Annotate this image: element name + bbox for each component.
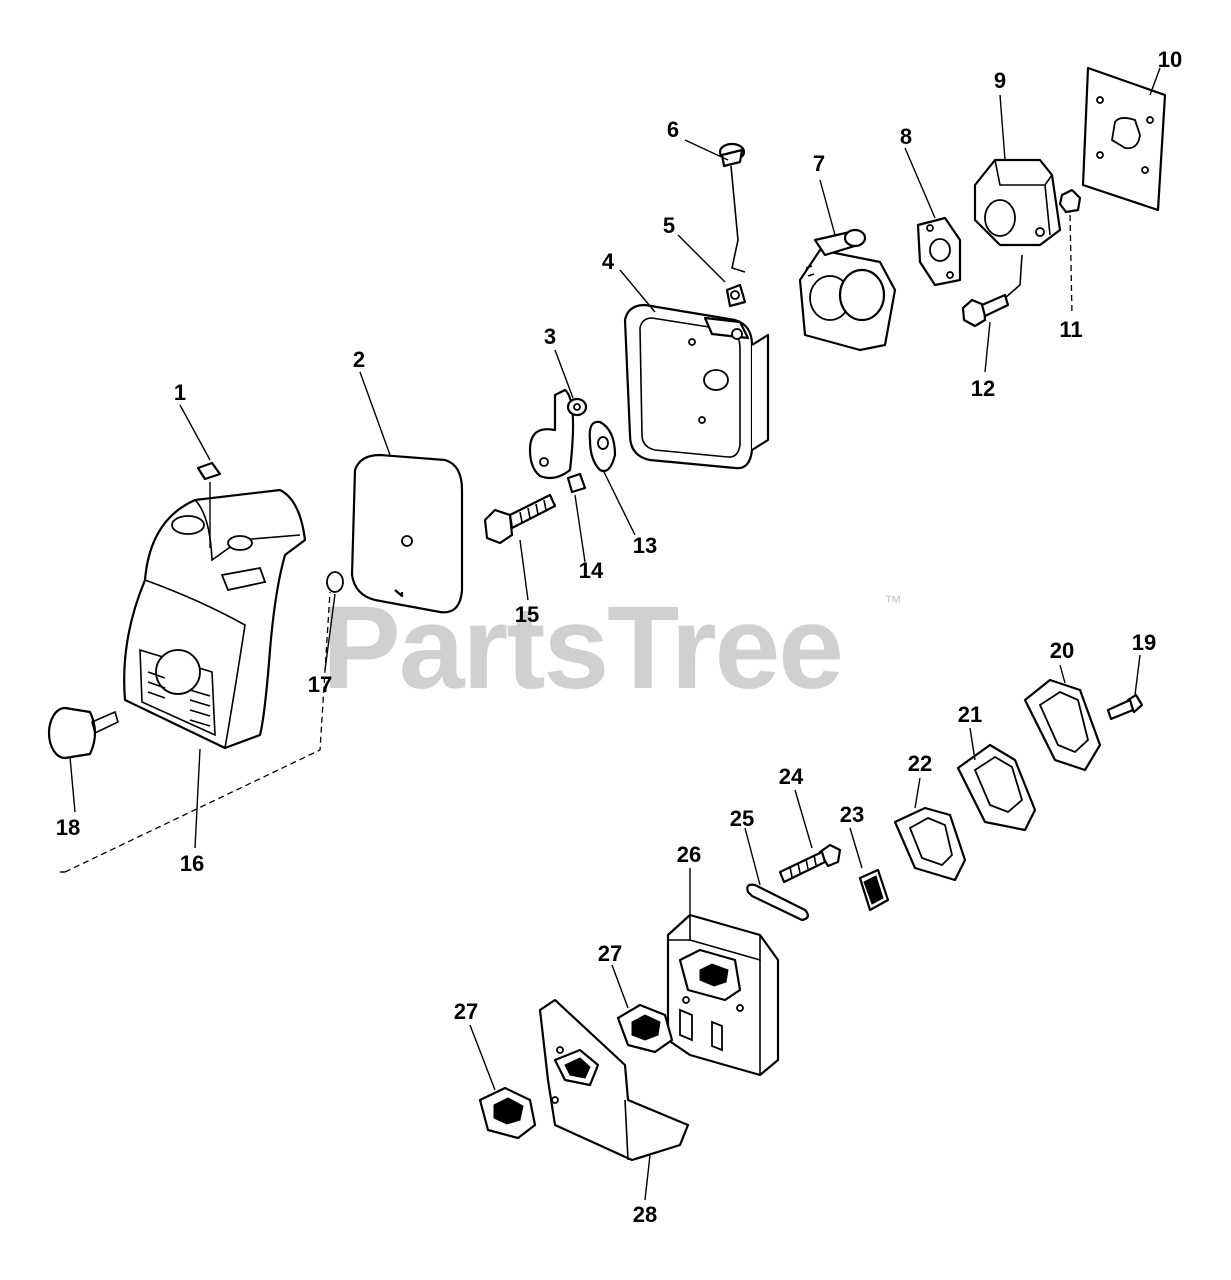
part-19-bolt bbox=[1106, 654, 1144, 721]
callout-1: 1 bbox=[174, 380, 186, 405]
part-26-muffler bbox=[666, 868, 780, 1077]
leader-16 bbox=[194, 748, 201, 849]
callout-11: 11 bbox=[1059, 317, 1082, 342]
callout-18: 18 bbox=[56, 815, 80, 840]
part-28-heat-shield bbox=[538, 998, 690, 1201]
part-11-nut bbox=[1058, 188, 1082, 316]
callout-14: 14 bbox=[579, 558, 604, 583]
callout-25: 25 bbox=[730, 806, 754, 831]
part-24-bolt bbox=[778, 789, 842, 884]
part-9-insulator bbox=[973, 94, 1062, 247]
assembly-line-16 bbox=[64, 591, 331, 873]
part-13-plate bbox=[588, 420, 636, 536]
part-5-grommet bbox=[677, 234, 747, 308]
part-2-air-filter bbox=[350, 371, 464, 614]
part-3-washer bbox=[554, 349, 588, 417]
callout-19: 19 bbox=[1132, 630, 1156, 655]
part-7-carburetor bbox=[798, 179, 897, 352]
part-27-gasket-lower bbox=[469, 1024, 537, 1140]
callout-4: 4 bbox=[602, 249, 615, 274]
callout-17: 17 bbox=[308, 672, 332, 697]
part-27-gasket-upper bbox=[611, 964, 674, 1054]
watermark-trademark: ™ bbox=[884, 592, 902, 612]
callout-7: 7 bbox=[813, 151, 825, 176]
part-8-gasket bbox=[904, 147, 962, 287]
callout-3: 3 bbox=[544, 324, 556, 349]
callout-15: 15 bbox=[515, 602, 539, 627]
part-10-gasket bbox=[1081, 66, 1167, 212]
callout-5: 5 bbox=[663, 213, 675, 238]
callout-28: 28 bbox=[633, 1202, 657, 1227]
callout-6: 6 bbox=[667, 117, 679, 142]
part-21-gasket bbox=[956, 727, 1037, 832]
part-18-knob bbox=[47, 706, 119, 813]
callout-27-lower: 27 bbox=[454, 999, 478, 1024]
callout-13: 13 bbox=[633, 533, 657, 558]
callout-12: 12 bbox=[971, 376, 995, 401]
part-4-air-cleaner-base bbox=[619, 269, 770, 470]
callout-26: 26 bbox=[677, 842, 701, 867]
part-16-air-cleaner-cover bbox=[123, 488, 307, 750]
callout-8: 8 bbox=[900, 124, 912, 149]
part-17-o-ring bbox=[324, 571, 344, 671]
part-12-bolt bbox=[961, 254, 1023, 373]
callout-23: 23 bbox=[840, 802, 864, 827]
part-25-spacer bbox=[744, 827, 809, 922]
part-15-bolt bbox=[483, 493, 557, 601]
callout-10: 10 bbox=[1158, 47, 1182, 72]
part-20-gasket bbox=[1023, 664, 1102, 772]
part-22-gasket bbox=[893, 777, 967, 882]
callout-20: 20 bbox=[1050, 638, 1074, 663]
part-23-plate bbox=[849, 827, 890, 912]
callout-24: 24 bbox=[779, 764, 804, 789]
callout-21: 21 bbox=[958, 702, 982, 727]
callout-16: 16 bbox=[180, 851, 204, 876]
callout-9: 9 bbox=[994, 68, 1006, 93]
part-6-choke-rod bbox=[684, 139, 746, 273]
callout-27-upper: 27 bbox=[598, 941, 622, 966]
callout-2: 2 bbox=[353, 347, 365, 372]
callout-22: 22 bbox=[908, 751, 932, 776]
part-14-bracket bbox=[528, 388, 587, 563]
part-1-decal bbox=[179, 404, 222, 548]
